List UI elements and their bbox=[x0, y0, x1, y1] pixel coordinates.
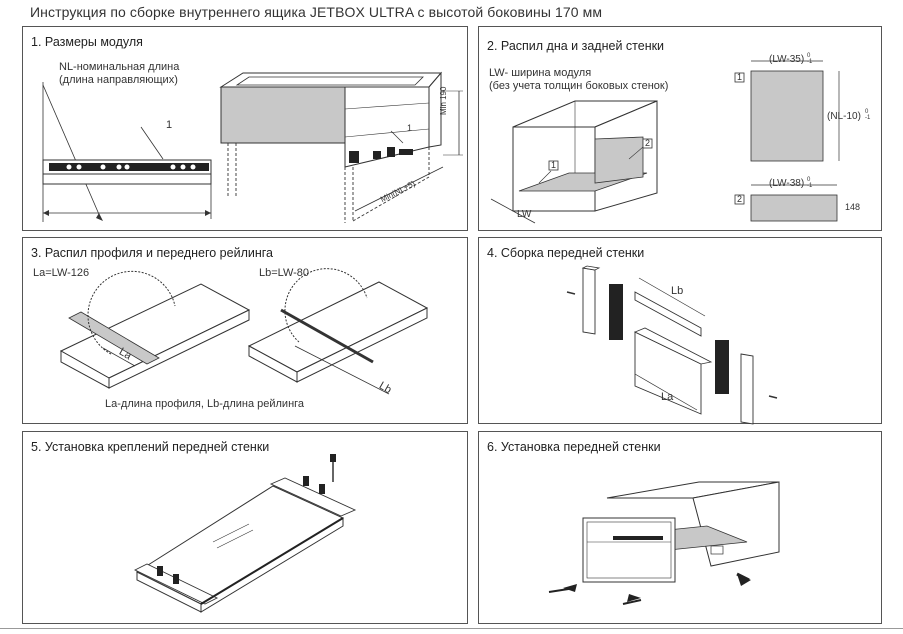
saw-cut-drawing bbox=[59, 268, 429, 395]
nominal-length-note: NL-номинальная длина bbox=[59, 61, 180, 73]
dimension-height: Min 190 bbox=[439, 86, 448, 115]
page-title: Инструкция по сборке внутреннего ящика J… bbox=[30, 4, 603, 20]
panel-front-wall-assembly: 4. Сборка передней стенки Lb La bbox=[478, 237, 882, 425]
panel-title: 3. Распил профиля и переднего рейлинга bbox=[31, 246, 273, 260]
part1-width-tol-top: 0 bbox=[807, 53, 811, 59]
front-wall-drawing bbox=[566, 265, 778, 425]
panel-title: 2. Распил дна и задней стенки bbox=[487, 39, 665, 53]
part1-height-tol-top: 0 bbox=[865, 109, 869, 115]
cabinet-drawing bbox=[490, 60, 840, 224]
la-label: La bbox=[661, 391, 674, 403]
lw-note-sub: (без учета толщин боковых стенок) bbox=[489, 80, 669, 92]
part2-tag: 2 bbox=[737, 194, 743, 204]
part1-width-tol-bottom: -1 bbox=[807, 59, 813, 65]
panel-title: 1. Размеры модуля bbox=[31, 35, 143, 49]
part2-height: 148 bbox=[845, 202, 861, 212]
tag-1: 1 bbox=[551, 160, 557, 170]
part2-width-tol-top: 0 bbox=[807, 177, 811, 183]
part1-height-tol-bottom: -1 bbox=[865, 115, 871, 121]
panel-bottom-back-cut: 2. Распил дна и задней стенки LW- ширина… bbox=[478, 26, 882, 231]
part1-tag: 1 bbox=[737, 72, 743, 82]
panel-title: 6. Установка передней стенки bbox=[487, 440, 661, 454]
runner-drawing bbox=[42, 71, 463, 223]
panel-front-fasteners: 5. Установка креплений передней стенки bbox=[22, 431, 468, 624]
lw-label: LW bbox=[517, 209, 532, 220]
lw-note: LW- ширина модуля bbox=[489, 67, 592, 79]
part1-width: (LW-35) bbox=[769, 54, 805, 65]
nominal-length-note-sub: (длина направляющих) bbox=[59, 74, 178, 86]
panel-module-dimensions: 1. Размеры модуля NL-номинальная длина (… bbox=[22, 26, 468, 231]
callout-runner: 1 bbox=[166, 119, 173, 131]
footer-divider bbox=[0, 628, 903, 629]
tag-2: 2 bbox=[645, 138, 651, 148]
panel-title: 5. Установка креплений передней стенки bbox=[31, 440, 270, 454]
la-formula: La=LW-126 bbox=[33, 267, 90, 279]
panel-front-wall-install: 6. Установка передней стенки bbox=[478, 431, 882, 624]
part2-width: (LW-38) bbox=[769, 178, 805, 189]
lb-label: Lb bbox=[671, 285, 684, 297]
lb-formula: Lb=LW-80 bbox=[259, 267, 310, 279]
part1-height: (NL-10) bbox=[827, 111, 861, 122]
callout-box-part: 1 bbox=[407, 123, 413, 133]
panel-profile-rail-cut: 3. Распил профиля и переднего рейлинга L… bbox=[22, 237, 468, 424]
fastener-drawing bbox=[133, 454, 357, 613]
part2-width-tol-bottom: -1 bbox=[807, 183, 813, 189]
front-install-drawing bbox=[548, 481, 780, 605]
panel-title: 4. Сборка передней стенки bbox=[487, 246, 645, 260]
profile-caption: La-длина профиля, Lb-длина рейлинга bbox=[105, 398, 305, 410]
